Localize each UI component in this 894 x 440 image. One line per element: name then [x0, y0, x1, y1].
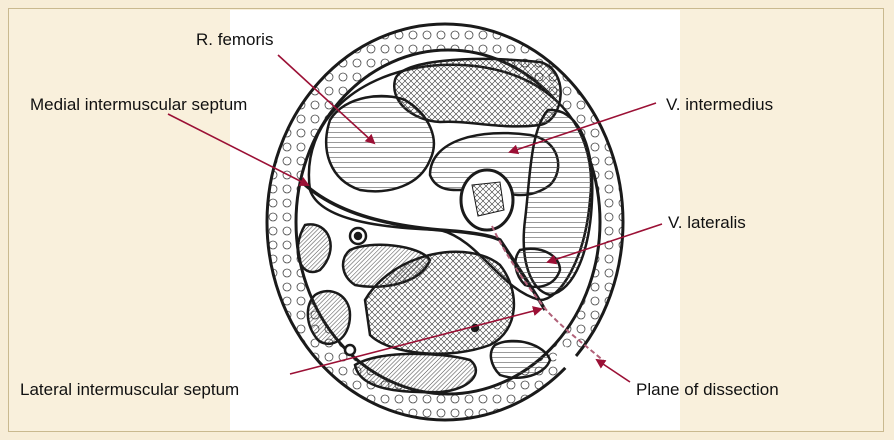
label-medial-intermuscular-septum: Medial intermuscular septum: [30, 95, 247, 115]
label-v-lateralis: V. lateralis: [668, 213, 746, 233]
label-r-femoris: R. femoris: [196, 30, 273, 50]
label-lateral-intermuscular-septum: Lateral intermuscular septum: [20, 380, 239, 400]
label-v-intermedius: V. intermedius: [666, 95, 773, 115]
label-plane-of-dissection: Plane of dissection: [636, 380, 779, 400]
